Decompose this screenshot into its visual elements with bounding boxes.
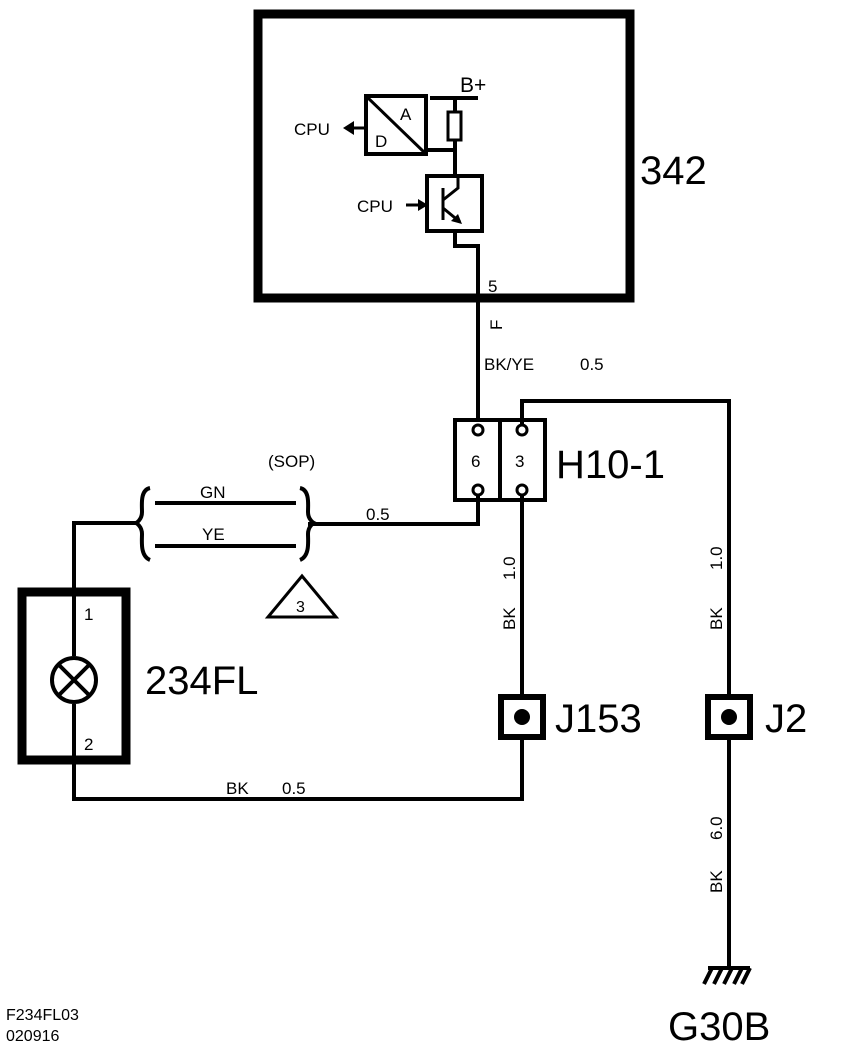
- wire-lamp-return-color: BK: [226, 779, 249, 798]
- wire-module-color: BK/YE: [484, 355, 534, 374]
- cpu-output-arrowhead-icon: [343, 121, 354, 135]
- module-supply-label: B+: [460, 74, 486, 97]
- cpu-input-label: CPU: [357, 197, 393, 216]
- lamp-pin2-label: 2: [84, 735, 93, 754]
- wire-h10-to-j2: [520, 399, 731, 700]
- twisted-pair-wire2-label: YE: [202, 525, 225, 544]
- converter-a-label: A: [400, 105, 412, 124]
- connector-pin-3-bottom: [515, 483, 529, 497]
- connector-pin-3-label: 3: [515, 452, 524, 471]
- wire-lamp-to-j153: [72, 736, 524, 801]
- twisted-pair-left-bracket: [131, 486, 152, 562]
- connector-h10-1-label: H10-1: [556, 443, 665, 487]
- wire-module-size: 0.5: [580, 355, 604, 374]
- splice-j2-label: J2: [765, 697, 807, 741]
- wire-h10-j2-size: 1.0: [707, 546, 726, 570]
- module-342-label: 342: [640, 149, 707, 193]
- date-code: 020916: [6, 1028, 59, 1045]
- splice-j153-dot: [514, 709, 530, 725]
- connector-pin-6-bottom: [471, 483, 485, 497]
- wire-j2-ground-size: 6.0: [707, 816, 726, 840]
- splice-j2-dot: [721, 709, 737, 725]
- wire-h10-to-twisted-pair: [308, 495, 480, 526]
- splice-j153-label: J153: [555, 697, 642, 741]
- note-triangle-icon: [264, 573, 340, 619]
- transistor-emitter-arrow-icon: [451, 214, 462, 224]
- converter-d-label: D: [375, 132, 387, 151]
- connector-pin-6-label: 6: [471, 452, 480, 471]
- figure-id: F234FL03: [6, 1007, 79, 1024]
- lamp-pin1-label: 1: [84, 605, 93, 624]
- cpu-output-label: CPU: [294, 120, 330, 139]
- wire-module-to-h10: [453, 231, 480, 430]
- ad-converter-diagonal: [364, 94, 428, 156]
- twisted-pair-wire1-label: GN: [200, 483, 226, 502]
- twisted-pair-size: 0.5: [366, 505, 390, 524]
- wire-h10-j153-size: 1.0: [500, 556, 519, 580]
- module-pin-number: 5: [488, 277, 497, 296]
- module-342-box: [253, 9, 635, 303]
- twisted-pair-right-bracket: [298, 486, 319, 562]
- ground-label: G30B: [668, 1005, 770, 1048]
- fuse-icon: [446, 110, 463, 142]
- wire-j2-ground-color: BK: [707, 870, 726, 893]
- connector-pin-3-top: [515, 423, 529, 437]
- wire-h10-j153-color: BK: [500, 607, 519, 630]
- lamp-cross: [57, 663, 91, 697]
- wire-lamp-return-size: 0.5: [282, 779, 306, 798]
- wire-twisted-pair-to-lamp: [72, 521, 136, 600]
- splice-j153-box: [498, 694, 546, 740]
- ground-icon: [702, 966, 752, 985]
- transistor-icon: [425, 174, 484, 233]
- cpu-input-arrowhead-icon: [418, 199, 428, 211]
- lamp-234fl-label: 234FL: [145, 659, 258, 703]
- note-number: 3: [296, 599, 305, 616]
- connector-pin-6-top: [471, 423, 485, 437]
- wire-h10-j2-color: BK: [707, 607, 726, 630]
- twisted-pair-option: (SOP): [268, 452, 315, 471]
- module-pin-signal: F: [487, 320, 506, 330]
- transistor-collector: [442, 176, 460, 202]
